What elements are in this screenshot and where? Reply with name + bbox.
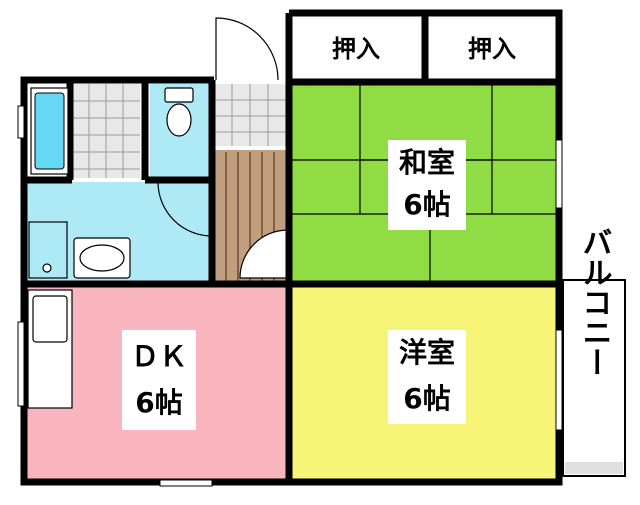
youshitsu-size: 6帖 — [403, 382, 450, 415]
dk-label-box — [122, 330, 196, 430]
oshiire-left-label: 押入 — [332, 35, 380, 63]
stair-landing — [239, 229, 289, 279]
oshiire-right-label: 押入 — [468, 35, 516, 63]
oshiire-right-label-box — [458, 30, 526, 66]
windows — [17, 105, 563, 487]
balcony-label: バルコニー — [577, 227, 612, 377]
dk-size: 6帖 — [135, 386, 182, 419]
dk-name: ＤＫ — [131, 340, 187, 373]
washitsu-size: 6帖 — [403, 188, 450, 221]
washbasin-icon — [28, 221, 131, 279]
youshitsu-label-box — [388, 330, 466, 424]
bathroom-tile-grid — [72, 84, 140, 178]
washitsu-label-box — [388, 140, 466, 230]
youshitsu-name: 洋室 — [399, 336, 455, 369]
entrance-tile-floor — [214, 84, 288, 146]
toilet-icon — [164, 87, 194, 137]
kitchen-sink-icon — [27, 289, 73, 409]
washitsu-name: 和室 — [399, 146, 455, 179]
bathtub-icon — [30, 87, 69, 175]
entrance-tile-grid — [214, 84, 288, 146]
balcony-label-box — [574, 292, 614, 460]
oshiire-left-label-box — [322, 30, 390, 66]
door-swings — [144, 17, 279, 237]
balcony-floor-edge — [565, 462, 623, 474]
